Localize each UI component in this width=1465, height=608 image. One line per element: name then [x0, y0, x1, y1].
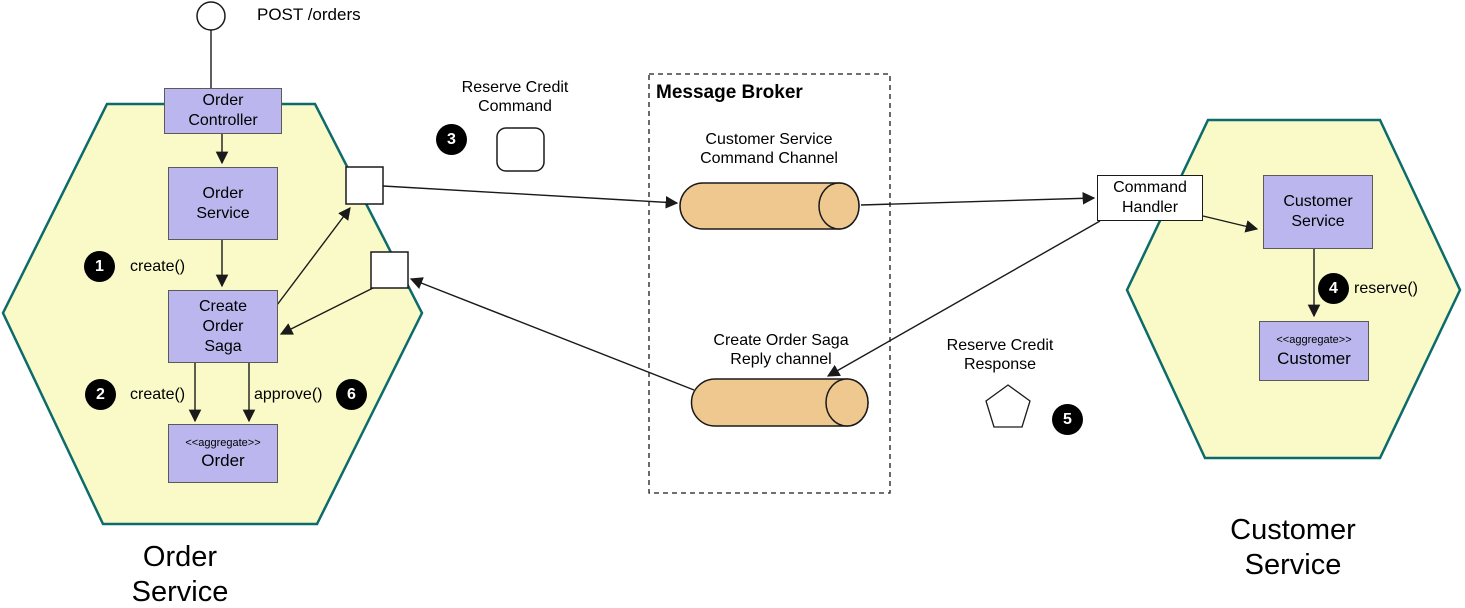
- customer-aggregate-name: Customer: [1277, 348, 1351, 368]
- step-4-badge: 4: [1318, 273, 1349, 304]
- step-3-badge: 3: [436, 124, 467, 155]
- customer-service-hexagon: [1125, 118, 1462, 460]
- command-handler-box: Command Handler: [1097, 175, 1203, 221]
- order-service-in-port: [370, 251, 409, 289]
- edge-reply-channel-to-inport: [409, 277, 695, 391]
- step-2-badge: 2: [85, 379, 116, 410]
- reserve-credit-command-label: Reserve Credit Command: [461, 79, 569, 116]
- entry-initial-node-icon: [196, 1, 226, 31]
- customer-aggregate-box: <<aggregate>> Customer: [1259, 321, 1369, 381]
- step-1-label: create(): [130, 258, 186, 275]
- edge-handler-to-customer-service: [1202, 215, 1259, 233]
- order-aggregate-name: Order: [201, 451, 245, 471]
- post-orders-label: POST /orders: [257, 5, 361, 24]
- step-2-label: create(): [130, 386, 186, 403]
- step-6-label: approve(): [254, 386, 323, 403]
- customer-service-box: Customer Service: [1263, 175, 1373, 249]
- order-service-out-port: [345, 166, 384, 205]
- order-aggregate-stereotype: <<aggregate>>: [185, 436, 261, 449]
- edge-outport-to-command-channel: [382, 185, 679, 209]
- edge-command-channel-to-handler: [860, 192, 1096, 206]
- order-aggregate-box: <<aggregate>> Order: [168, 424, 278, 483]
- reply-channel-label: Create Order Saga Reply channel: [713, 332, 849, 369]
- edge-handler-to-reply-channel: [826, 220, 1101, 377]
- command-message-icon: [496, 127, 545, 172]
- message-broker-boundary: [648, 73, 891, 494]
- create-order-saga-box: Create Order Saga: [168, 290, 278, 363]
- step-5-badge: 5: [1052, 404, 1083, 435]
- order-service-box: Order Service: [168, 167, 278, 240]
- reply-channel-cylinder-icon: [690, 378, 869, 427]
- response-message-pentagon-icon: [985, 384, 1031, 428]
- customer-aggregate-stereotype: <<aggregate>>: [1276, 334, 1352, 347]
- command-channel-label: Customer Service Command Channel: [700, 131, 838, 168]
- reserve-credit-response-label: Reserve Credit Response: [946, 337, 1054, 374]
- order-service-hexagon-label: Order Service: [131, 541, 229, 608]
- command-channel-cylinder-icon: [679, 182, 860, 230]
- step-1-badge: 1: [84, 251, 115, 282]
- edge-saga-to-outport: [276, 206, 351, 306]
- message-broker-title: Message Broker: [656, 82, 803, 103]
- step-4-label: reserve(): [1354, 280, 1419, 297]
- order-controller-box: Order Controller: [164, 88, 282, 134]
- step-6-badge: 6: [336, 379, 367, 410]
- edge-inport-to-saga: [279, 287, 374, 335]
- customer-service-hexagon-label: Customer Service: [1230, 514, 1356, 582]
